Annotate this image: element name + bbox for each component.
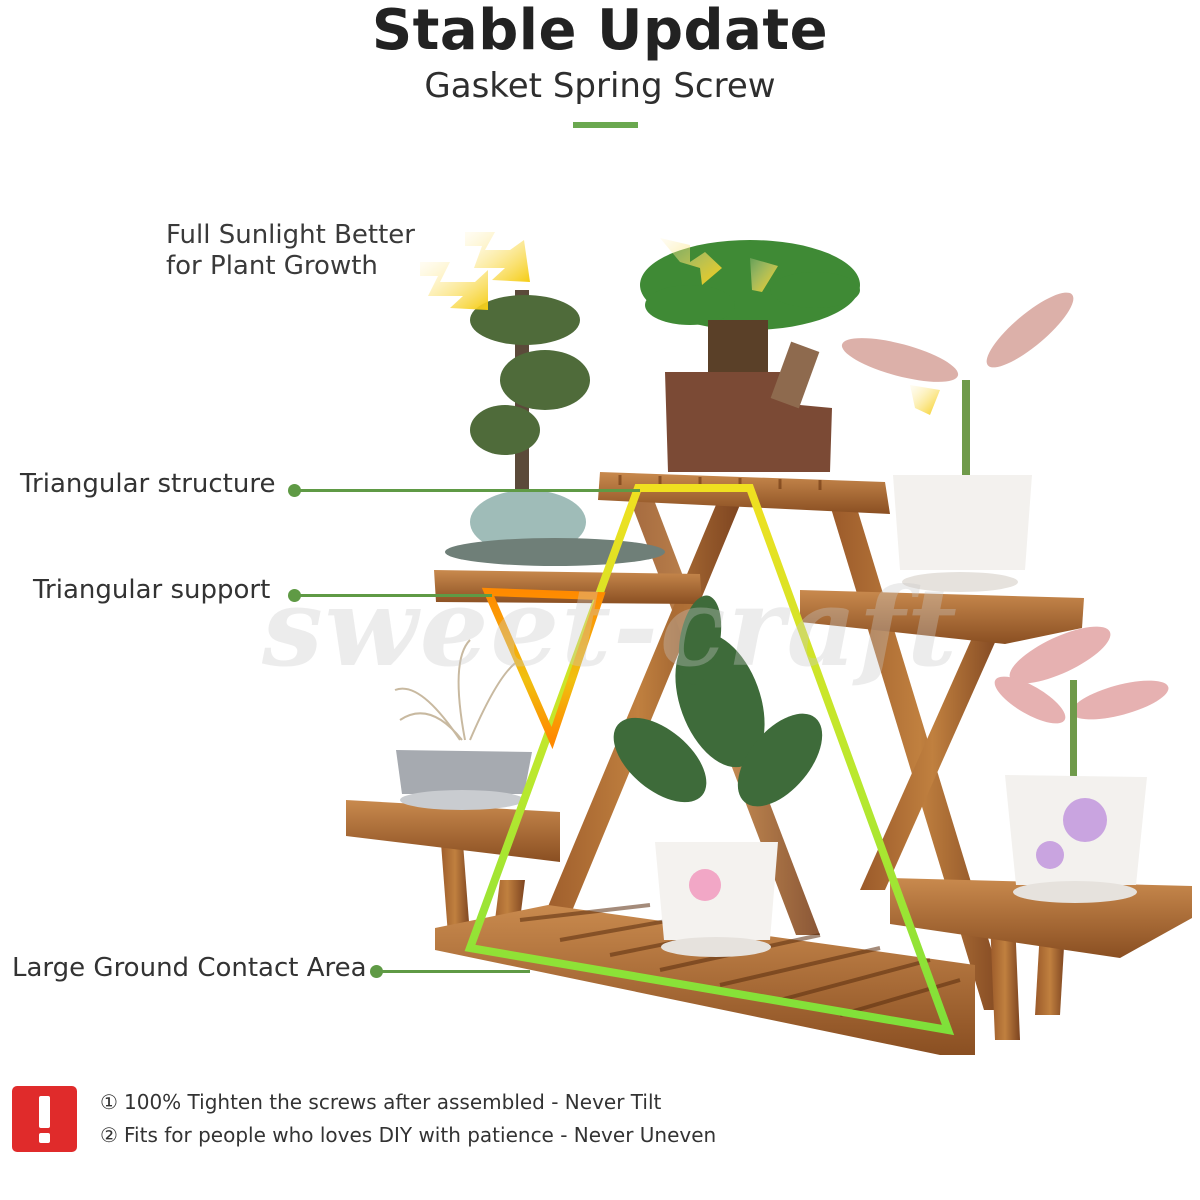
plants [394, 240, 1169, 957]
callout-dot-support [288, 589, 301, 602]
page-subtitle: Gasket Spring Screw [424, 66, 776, 106]
sunlight-note-line-2: for Plant Growth [166, 251, 378, 281]
triangular-structure-outline [464, 484, 955, 1036]
callout-triangular-structure: Triangular structure [20, 469, 276, 499]
sunlight-note-line-1: Full Sunlight Better [166, 220, 415, 250]
callout-triangular-support: Triangular support [33, 575, 271, 605]
callout-line-support [298, 594, 492, 597]
page-title: Stable Update [371, 0, 829, 63]
title-underline [573, 122, 638, 128]
callout-line-ground [380, 970, 530, 973]
callout-dot-ground [370, 965, 383, 978]
callout-dot-structure [288, 484, 301, 497]
exclamation-icon [12, 1086, 77, 1152]
sunlight-note: Full Sunlight Better for Plant Growth [166, 220, 415, 282]
note-text: 100% Tighten the screws after assembled … [124, 1090, 662, 1114]
stand-shelves [346, 472, 1192, 1055]
callout-ground-contact: Large Ground Contact Area [12, 953, 367, 983]
note-number: ① [100, 1090, 118, 1114]
triangular-support-outline [481, 587, 606, 750]
sunlight-arrow-icon [420, 232, 940, 415]
callout-line-structure [298, 489, 640, 492]
note-text: Fits for people who loves DIY with patie… [124, 1123, 717, 1147]
note-number: ② [100, 1123, 118, 1147]
